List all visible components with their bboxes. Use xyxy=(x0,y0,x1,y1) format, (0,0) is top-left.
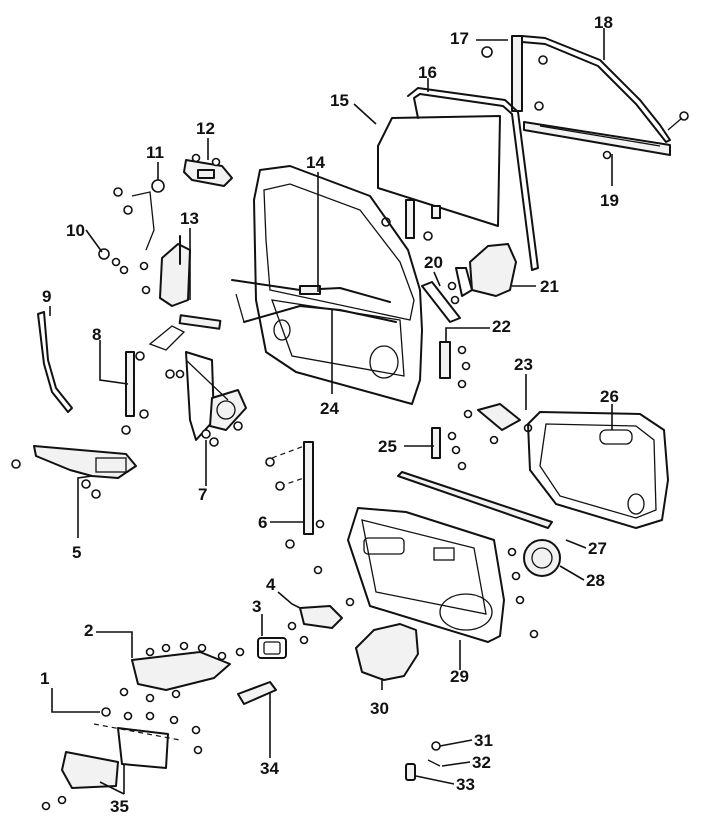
label-23: 23 xyxy=(514,355,533,374)
part-8-rear-lower-sash xyxy=(121,325,186,435)
label-16: 16 xyxy=(418,63,437,82)
label-4: 4 xyxy=(266,575,276,594)
label-11: 11 xyxy=(146,143,164,162)
label-29: 29 xyxy=(450,667,469,686)
part-34-pull-handle xyxy=(237,681,277,705)
part-10-lock-knob xyxy=(98,248,129,275)
label-18: 18 xyxy=(594,13,613,32)
part-7-window-regulator xyxy=(175,351,247,447)
label-12: 12 xyxy=(196,119,215,138)
part-3-inside-handle-bezel xyxy=(257,637,287,659)
part-35-door-pocket xyxy=(41,711,203,811)
label-13: 13 xyxy=(180,209,199,228)
label-20: 20 xyxy=(424,253,443,272)
part-12-outside-handle xyxy=(183,153,233,187)
label-26: 26 xyxy=(600,387,619,406)
part-25-door-hinge xyxy=(431,427,467,471)
label-17: 17 xyxy=(450,29,469,48)
label-22: 22 xyxy=(492,317,511,336)
label-2: 2 xyxy=(84,621,93,640)
label-6: 6 xyxy=(258,513,267,532)
label-31: 31 xyxy=(474,731,493,750)
label-34: 34 xyxy=(260,759,279,778)
label-9: 9 xyxy=(42,287,51,306)
label-28: 28 xyxy=(586,571,605,590)
part-24-door-impact-beam xyxy=(235,293,397,323)
label-33: 33 xyxy=(456,775,475,794)
leader-lines xyxy=(49,28,613,795)
label-8: 8 xyxy=(92,325,101,344)
part-22-door-hinge xyxy=(439,341,471,389)
label-27: 27 xyxy=(588,539,607,558)
label-35: 35 xyxy=(110,797,129,816)
callout-labels: 1 2 3 4 5 6 7 8 9 10 11 12 13 14 15 16 1… xyxy=(40,13,619,816)
part-9-door-weatherstrip xyxy=(37,311,73,413)
part-13-door-lock xyxy=(139,235,222,330)
label-19: 19 xyxy=(600,191,619,210)
part-17-frame-bracket xyxy=(481,35,548,112)
part-20-mirror-cover xyxy=(421,281,461,323)
label-14: 14 xyxy=(306,153,325,172)
part-18-door-frame-moulding xyxy=(521,35,689,143)
part-26-service-hole-cover xyxy=(527,411,669,529)
part-19-glass-run-channel xyxy=(523,121,671,160)
label-7: 7 xyxy=(198,485,207,504)
label-24: 24 xyxy=(320,399,339,418)
door-shell xyxy=(253,165,423,405)
label-25: 25 xyxy=(378,437,397,456)
label-5: 5 xyxy=(72,543,81,562)
part-28-speaker xyxy=(507,539,561,605)
part-2-armrest-base xyxy=(119,641,245,703)
part-21-outside-mirror xyxy=(447,243,517,305)
part-32-spring xyxy=(427,759,441,767)
part-23-door-check xyxy=(463,403,533,445)
part-6-front-lower-sash xyxy=(265,441,325,549)
part-29-door-trim-panel xyxy=(313,507,539,643)
part-27-belt-moulding xyxy=(397,471,553,529)
part-33-screw xyxy=(405,763,416,781)
label-10: 10 xyxy=(66,221,85,240)
part-15-window-glass xyxy=(377,115,501,241)
label-21: 21 xyxy=(540,277,559,296)
label-30: 30 xyxy=(370,699,389,718)
label-1: 1 xyxy=(40,669,49,688)
label-32: 32 xyxy=(472,753,491,772)
part-4-inside-handle xyxy=(287,597,355,645)
part-1-clip xyxy=(101,707,111,717)
part-30-armrest-pad xyxy=(355,623,419,681)
part-16-glass-run xyxy=(407,87,539,271)
part-14-door-lock-rod xyxy=(231,279,391,303)
part-31-clip xyxy=(431,741,441,751)
label-3: 3 xyxy=(252,597,261,616)
part-11-lock-cylinder xyxy=(113,179,165,251)
label-15: 15 xyxy=(330,91,349,110)
part-5-door-bracket xyxy=(11,445,137,499)
